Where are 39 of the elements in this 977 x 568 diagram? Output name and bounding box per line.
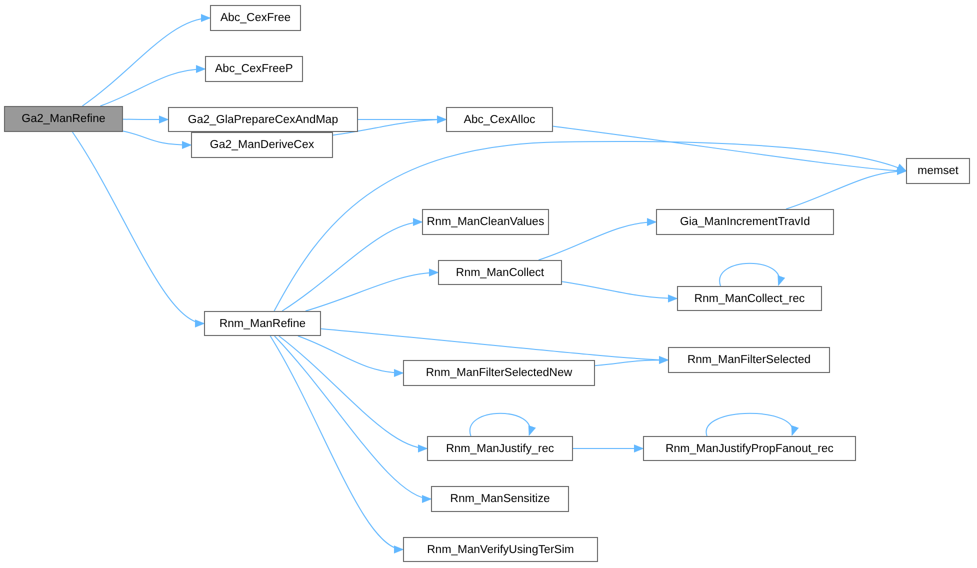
function-box: Ga2_GlaPrepareCexAndMap — [168, 107, 358, 132]
function-box: Rnm_ManJustifyPropFanout_rec — [643, 436, 856, 461]
arrow — [470, 412, 534, 436]
arrow — [538, 218, 657, 260]
arrow — [274, 336, 432, 502]
arrow — [100, 65, 206, 106]
function-box: Rnm_ManJustify_rec — [427, 436, 573, 461]
arrow — [270, 336, 404, 552]
arrow — [786, 167, 907, 210]
arrow — [572, 444, 644, 452]
function-box: Rnm_ManCleanValues — [422, 209, 549, 235]
function-box: Rnm_ManVerifyUsingTerSim — [403, 537, 598, 562]
arrow — [594, 356, 669, 366]
function-box: Rnm_ManCollect — [438, 260, 562, 285]
function-box: Rnm_ManRefine — [204, 311, 321, 336]
arrow — [282, 218, 423, 312]
function-box: Abc_CexAlloc — [446, 107, 553, 132]
arrow — [274, 141, 907, 312]
function-box: Rnm_ManSensitize — [431, 486, 569, 512]
arrow — [122, 116, 169, 124]
function-box: Abc_CexFreeP — [205, 56, 303, 82]
arrow — [305, 268, 439, 312]
function-box: Rnm_ManFilterSelectedNew — [403, 360, 595, 386]
arrow — [562, 281, 678, 302]
function-box: Abc_CexFree — [210, 5, 301, 31]
arrow — [719, 262, 784, 286]
arrow — [332, 116, 447, 136]
function-box: memset — [906, 158, 970, 184]
function-box: Ga2_ManRefine — [4, 106, 123, 132]
arrow — [297, 336, 404, 377]
arrow — [72, 132, 205, 326]
arrow — [278, 336, 428, 452]
arrow — [706, 412, 796, 436]
function-box: Ga2_ManDeriveCex — [191, 132, 333, 158]
function-box: Rnm_ManFilterSelected — [668, 347, 830, 373]
function-box: Rnm_ManCollect_rec — [677, 286, 822, 311]
function-box: Gia_ManIncrementTravId — [656, 209, 834, 235]
arrow — [82, 14, 211, 106]
arrow — [122, 130, 192, 149]
